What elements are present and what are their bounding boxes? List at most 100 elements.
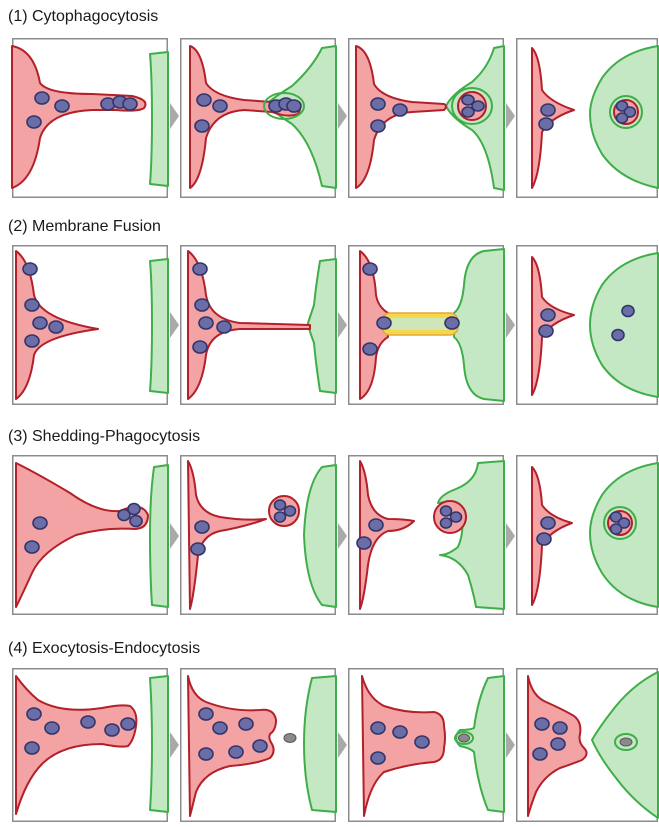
nucleus	[285, 506, 296, 516]
nucleus	[393, 104, 407, 116]
nucleus	[541, 104, 555, 116]
recipient-cell	[150, 259, 168, 393]
panel-exocytosis-endocytosis-step-3	[348, 668, 504, 822]
arrow-icon	[336, 732, 348, 758]
row-title-membrane-fusion: (2) Membrane Fusion	[8, 218, 161, 236]
arrow-icon	[168, 312, 180, 338]
nucleus	[195, 120, 209, 132]
nucleus	[25, 742, 39, 754]
nucleus	[25, 541, 39, 553]
panel-membrane-fusion-step-2	[180, 245, 336, 405]
panel-cytophagocytosis-step-1	[12, 38, 168, 198]
nucleus	[371, 722, 385, 734]
nucleus	[363, 343, 377, 355]
nucleus	[191, 543, 205, 555]
nucleus	[275, 512, 286, 522]
nucleus	[25, 299, 39, 311]
panel-cytophagocytosis-step-3	[348, 38, 504, 198]
nucleus	[55, 100, 69, 112]
nucleus	[415, 736, 429, 748]
arrow-icon	[504, 732, 516, 758]
arrow-icon	[504, 312, 516, 338]
arrow-icon	[504, 523, 516, 549]
arrow-icon	[168, 523, 180, 549]
nucleus	[123, 98, 137, 110]
nucleus	[541, 309, 555, 321]
panel-cytophagocytosis-step-4	[516, 38, 658, 198]
nucleus	[213, 100, 227, 112]
nucleus	[45, 722, 59, 734]
nucleus	[393, 726, 407, 738]
nucleus	[27, 708, 41, 720]
nucleus	[535, 718, 549, 730]
nucleus	[287, 100, 301, 112]
nucleus	[445, 317, 459, 329]
row-title-cytophagocytosis: (1) Cytophagocytosis	[8, 8, 158, 26]
nucleus	[121, 718, 135, 730]
row-title-shedding-phagocytosis: (3) Shedding-Phagocytosis	[8, 428, 200, 446]
arrow-icon	[336, 523, 348, 549]
nucleus	[553, 722, 567, 734]
nucleus	[441, 506, 452, 516]
nucleus	[369, 519, 383, 531]
nucleus	[105, 724, 119, 736]
nucleus	[451, 512, 462, 522]
recipient-cell	[304, 676, 336, 812]
panel-cytophagocytosis-step-2	[180, 38, 336, 198]
nucleus	[229, 746, 243, 758]
nucleus	[27, 116, 41, 128]
nucleus	[128, 504, 140, 515]
nucleus	[195, 521, 209, 533]
nucleus	[35, 92, 49, 104]
nucleus	[539, 118, 553, 130]
panel-membrane-fusion-step-1	[12, 245, 168, 405]
nucleus	[239, 718, 253, 730]
panel-shedding-phagocytosis-step-3	[348, 455, 504, 615]
arrow-icon	[168, 103, 180, 129]
nucleus	[612, 330, 624, 341]
nucleus	[199, 748, 213, 760]
panel-shedding-phagocytosis-step-1	[12, 455, 168, 615]
nucleus	[551, 738, 565, 750]
panel-shedding-phagocytosis-step-2	[180, 455, 336, 615]
panel-exocytosis-endocytosis-step-1	[12, 668, 168, 822]
nucleus	[23, 263, 37, 275]
nucleus	[611, 524, 622, 534]
recipient-cell	[150, 676, 168, 812]
nucleus	[33, 517, 47, 529]
nucleus	[363, 263, 377, 275]
panel-shedding-phagocytosis-step-4	[516, 455, 658, 615]
nucleus	[537, 533, 551, 545]
nucleus	[371, 752, 385, 764]
panel-exocytosis-endocytosis-step-4	[516, 668, 658, 822]
nucleus	[213, 722, 227, 734]
nucleus	[275, 500, 286, 510]
nucleus	[357, 537, 371, 549]
arrow-icon	[336, 312, 348, 338]
arrow-icon	[504, 103, 516, 129]
recipient-cell	[150, 465, 168, 607]
nucleus	[617, 113, 628, 123]
nucleus	[462, 107, 474, 117]
nucleus	[371, 120, 385, 132]
nucleus	[81, 716, 95, 728]
recipient-cell	[150, 52, 168, 186]
nucleus	[49, 321, 63, 333]
nucleus	[539, 325, 553, 337]
nucleus	[541, 517, 555, 529]
panel-membrane-fusion-step-4	[516, 245, 658, 405]
arrow-icon	[336, 103, 348, 129]
nucleus	[197, 94, 211, 106]
panel-exocytosis-endocytosis-step-2	[180, 668, 336, 822]
nucleus	[441, 518, 452, 528]
arrow-icon	[168, 732, 180, 758]
row-title-exocytosis-endocytosis: (4) Exocytosis-Endocytosis	[8, 640, 200, 658]
nucleus	[533, 748, 547, 760]
exosome	[459, 734, 470, 742]
nucleus	[371, 98, 385, 110]
nucleus	[193, 263, 207, 275]
nucleus	[193, 341, 207, 353]
nucleus	[195, 299, 209, 311]
nucleus	[130, 516, 142, 527]
nucleus	[377, 317, 391, 329]
